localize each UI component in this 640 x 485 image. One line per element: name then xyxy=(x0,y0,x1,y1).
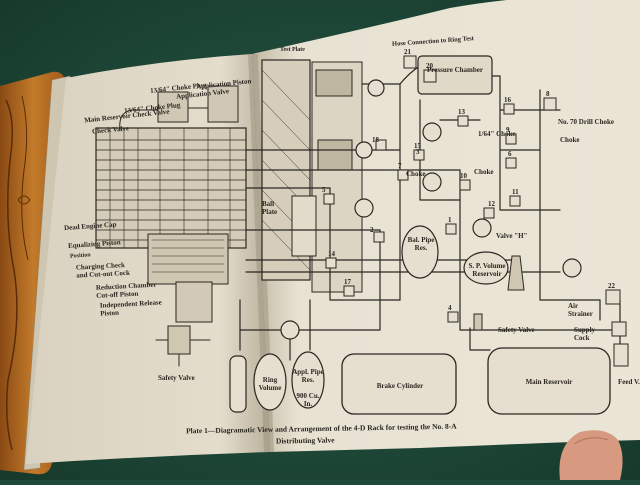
tag-12: 12 xyxy=(488,200,495,208)
label-pressure-chamber: Pressure Chamber xyxy=(427,66,483,74)
tag-21: 21 xyxy=(404,48,411,56)
tag-20: 20 xyxy=(426,62,433,70)
label-choke-a: Choke xyxy=(406,170,426,178)
tag-6: 6 xyxy=(508,150,512,158)
tag-4: 4 xyxy=(448,304,452,312)
label-bal-pipe: Bal. Pipe Res. xyxy=(407,236,435,252)
label-sp-volume: S. P. Volume xyxy=(468,262,506,270)
tag-18: 18 xyxy=(372,136,379,144)
tag-2: 2 xyxy=(370,226,374,234)
label-sp-volume-2: Reservoir xyxy=(472,270,502,278)
label-ring-volume: Ring Volume xyxy=(258,376,282,392)
tag-8: 8 xyxy=(546,90,550,98)
diagram-lines xyxy=(95,55,629,415)
label-safety-valve-right: Safety Valve xyxy=(498,326,535,334)
tag-1: 1 xyxy=(448,216,452,224)
tag-17: 17 xyxy=(344,278,351,286)
label-choke-small: 1/64" Choke xyxy=(478,130,516,138)
label-no70-drill-choke: No. 70 Drill Choke xyxy=(558,118,614,126)
label-main-reservoir: Main Reservoir xyxy=(525,378,573,386)
tag-16: 16 xyxy=(504,96,511,104)
label-test-plate: Test Plate xyxy=(280,47,305,53)
label-appl-pipe-2: 900 Cu. In. xyxy=(296,392,320,408)
label-independent-release: Independent Release Piston xyxy=(99,298,162,318)
tag-13: 13 xyxy=(458,108,465,116)
label-supply-cock: Supply Cock xyxy=(574,326,596,342)
label-brake-cylinder: Brake Cylinder xyxy=(376,382,424,390)
label-air-strainer: Air Strainer xyxy=(568,302,593,318)
label-safety-valve-left: Safety Valve xyxy=(158,374,195,382)
tag-9: 9 xyxy=(506,126,510,134)
label-appl-pipe: Appl. Pipe Res. xyxy=(292,368,324,384)
tag-10: 10 xyxy=(460,172,467,180)
plate-caption-line2: Distributing Valve xyxy=(275,435,335,446)
label-ball-plate: Ball Plate xyxy=(262,200,278,216)
label-position: Position xyxy=(69,252,91,260)
label-valve-h: Valve "H" xyxy=(496,232,528,240)
label-choke-b: Choke xyxy=(474,168,494,176)
label-feed-valve: Feed V. xyxy=(618,378,640,386)
tag-11: 11 xyxy=(512,188,519,196)
thumb xyxy=(559,430,623,480)
label-choke: Choke xyxy=(560,136,580,144)
tag-22: 22 xyxy=(608,282,615,290)
label-charging-check: Charging Check and Cut-out Cock xyxy=(75,261,131,280)
tag-5: 5 xyxy=(322,186,326,194)
tag-7: 7 xyxy=(398,162,402,170)
tag-14: 14 xyxy=(328,250,335,258)
tag-15: 15 xyxy=(414,142,421,150)
tag-3: 3 xyxy=(416,148,420,156)
